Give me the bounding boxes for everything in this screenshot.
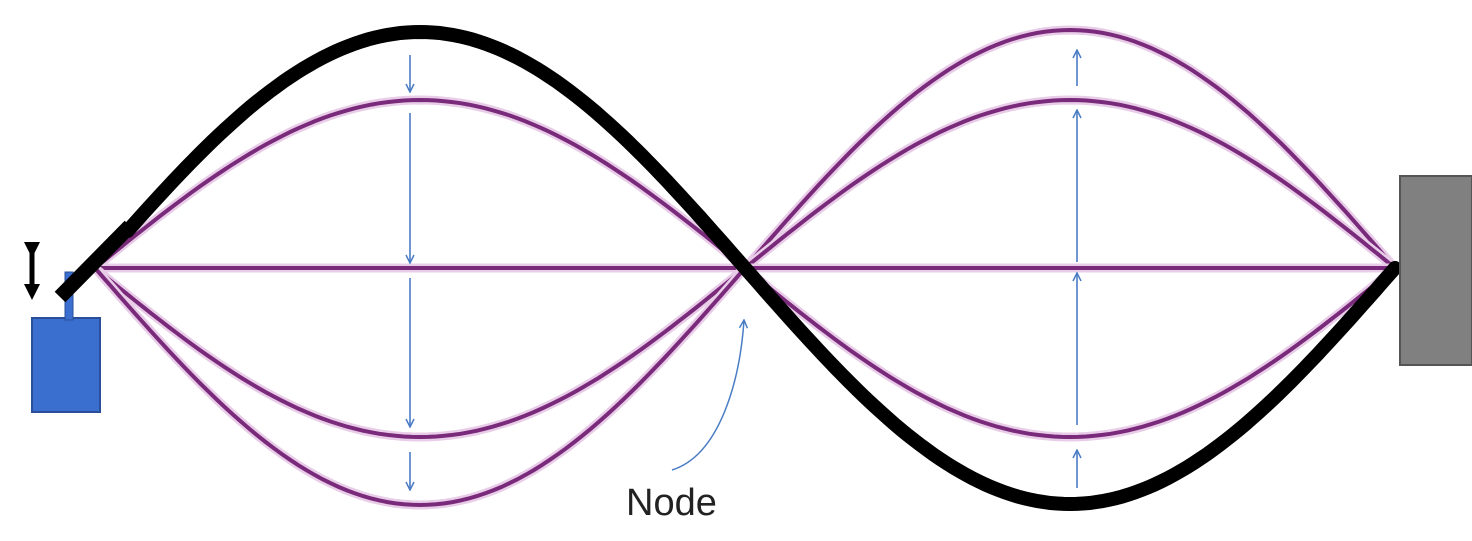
string-curve <box>743 27 1397 270</box>
string-curve <box>741 25 1399 271</box>
string-curve <box>743 97 1397 270</box>
motion-arrows <box>410 50 1077 490</box>
string-curve <box>93 97 747 270</box>
string-curve <box>92 95 748 272</box>
fixed-wall <box>1399 175 1472 366</box>
string-curve <box>93 28 747 270</box>
string-positions <box>91 25 1399 510</box>
string-curve <box>92 264 748 442</box>
string-curve <box>743 266 1397 508</box>
string-curve <box>91 26 749 271</box>
vibrator-box <box>31 317 101 413</box>
node-label: Node <box>626 482 717 524</box>
string-curve <box>91 265 749 510</box>
string-curve <box>741 265 1399 510</box>
string-curve <box>743 266 1397 440</box>
string-curve <box>93 266 747 440</box>
node-pointer-arrow <box>671 320 744 471</box>
vibrator-arm <box>54 220 136 303</box>
string-curve <box>93 266 747 508</box>
standing-wave-envelope <box>120 24 1402 512</box>
string-curve <box>742 95 1398 272</box>
string-curve <box>742 264 1398 442</box>
